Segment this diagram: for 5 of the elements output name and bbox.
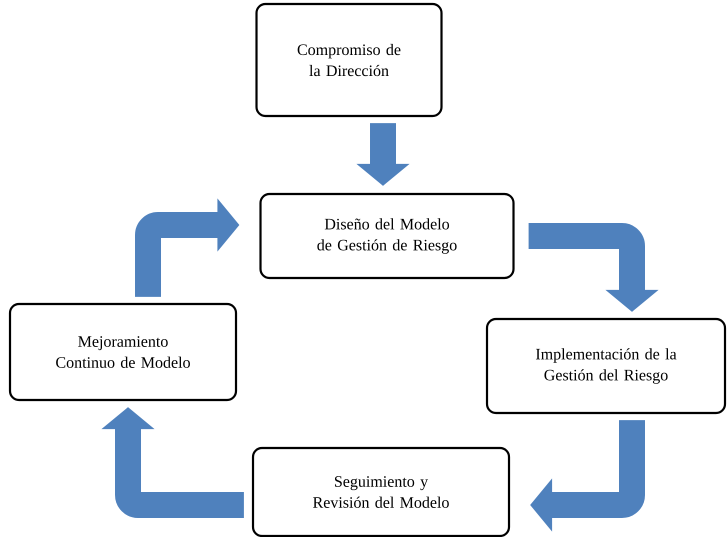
process-box: Implementación de la Gestión del Riesgo bbox=[486, 318, 726, 414]
process-box: Seguimiento y Revisión del Modelo bbox=[252, 446, 510, 537]
process-box: Compromiso de la Dirección bbox=[255, 2, 443, 118]
process-box: Diseño del Modelo de Gestión de Riesgo bbox=[259, 192, 515, 280]
process-box: Mejoramiento Continuo de Modelo bbox=[8, 302, 238, 402]
